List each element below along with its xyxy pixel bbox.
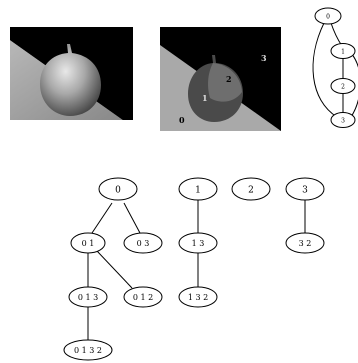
tree-node-013-label: 0 1 3: [78, 293, 98, 302]
tree-node-132-label: 1 3 2: [188, 293, 208, 302]
tree-node-013: [68, 286, 108, 308]
tree-node-32: [285, 232, 325, 254]
tree-node-132: [178, 286, 218, 308]
tree-node-32-label: 3 2: [299, 239, 312, 248]
tree-node-2: [231, 177, 271, 201]
tree-node-0: [98, 177, 138, 201]
fruit-photo-icon: [40, 44, 101, 116]
tree-node-0132: [63, 339, 113, 361]
tree-node-13-label: 1 3: [192, 239, 205, 248]
adj-node-2-label: 2: [341, 84, 345, 91]
adj-node-3-label: 3: [341, 118, 345, 125]
tree-node-0132-label: 0 1 3 2: [74, 346, 102, 355]
tree-node-03-label: 0 3: [137, 239, 150, 248]
tree-node-01-label: 0 1: [82, 239, 95, 248]
tree-node-13: [178, 232, 218, 254]
adj-node-1: [330, 43, 356, 59]
tree-node-03: [123, 232, 163, 254]
tree-node-3: [285, 177, 325, 201]
adj-node-0: [314, 7, 342, 25]
tree-edge-0-01: [91, 202, 113, 234]
region-label-3: 3: [261, 53, 267, 63]
tree-node-012: [123, 286, 163, 308]
adj-node-3: [330, 112, 356, 128]
tree-node-0-label: 0: [115, 186, 121, 196]
region-label-1: 1: [202, 93, 208, 103]
photo-panel: [10, 27, 133, 120]
tree-node-1-label: 1: [195, 186, 201, 196]
region-label-0: 0: [179, 115, 185, 125]
tree-edge-0-03: [123, 202, 141, 234]
adj-node-0-label: 0: [326, 14, 330, 21]
adj-node-1-label: 1: [341, 49, 345, 56]
tree-forest: 0 0 1 0 3 0 1 3 0 1 2 0 1 3 2 1 1 3 1 3 …: [63, 177, 325, 361]
tree-edge-01-012: [96, 250, 133, 289]
adjacency-graph: 0 1 2 3: [312, 7, 358, 128]
segmented-panel: 0 1 2 3: [160, 27, 281, 131]
adj-node-2: [330, 78, 356, 94]
adj-edge-0-3: [312, 22, 338, 118]
tree-node-1: [178, 177, 218, 201]
region-label-2: 2: [226, 74, 232, 84]
tree-node-2-label: 2: [248, 186, 254, 196]
tree-node-012-label: 0 1 2: [133, 293, 153, 302]
adj-edge-0-1: [330, 22, 343, 47]
adj-edge-1-3-outer: [350, 52, 358, 118]
tree-node-3-label: 3: [302, 186, 308, 196]
tree-node-01: [70, 232, 106, 254]
